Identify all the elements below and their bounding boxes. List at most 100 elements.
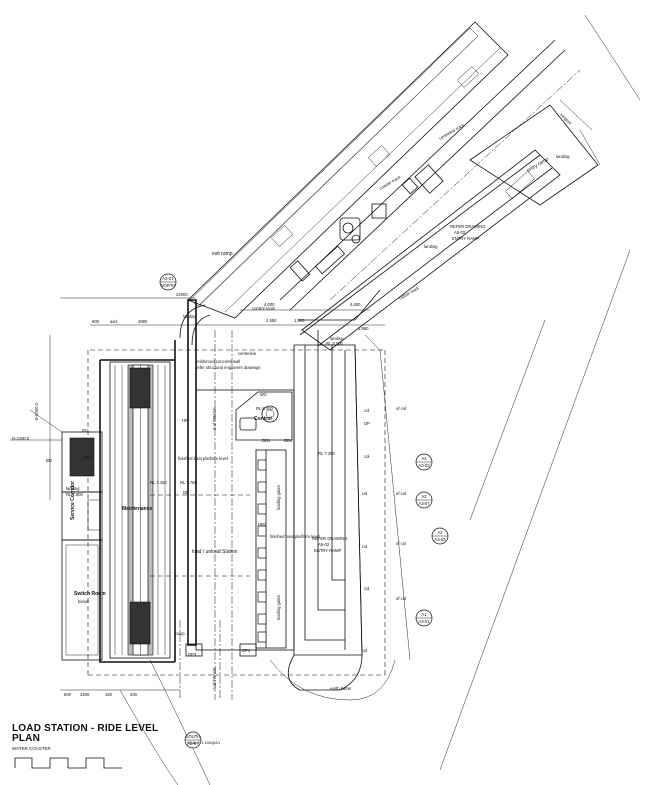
station-building [10,289,411,785]
svg-text:S of TRACK: S of TRACK [212,667,217,690]
title-block: LOAD STATION - RIDE LEVEL PLAN WATER COA… [12,723,232,752]
svg-text:RL 7.750: RL 7.750 [180,480,198,485]
svg-text:N-2200.0: N-2200.0 [12,436,30,441]
svg-text:DP4: DP4 [242,648,251,653]
svg-text:centreline track: centreline track [438,122,466,141]
svg-text:A2-01: A2-01 [162,276,174,281]
svg-text:col: col [362,491,367,496]
svg-text:DP: DP [183,490,189,495]
svg-text:A1: A1 [421,612,427,617]
svg-text:A3-01: A3-01 [418,619,430,624]
svg-text:600: 600 [92,319,100,324]
svg-text:landing: landing [424,244,438,249]
svg-text:loading gates: loading gates [276,595,281,620]
svg-text:control room: control room [252,306,276,311]
svg-text:RL 7.150: RL 7.150 [150,480,168,485]
svg-text:A2: A2 [437,530,443,535]
svg-text:200: 200 [130,692,138,697]
svg-text:NORTH: NORTH [161,283,176,288]
svg-text:BD: BD [46,458,52,463]
svg-text:3200: 3200 [80,692,90,697]
svg-text:DB4: DB4 [284,438,293,443]
svg-text:col: col [364,586,369,591]
svg-text:landing: landing [330,336,344,341]
svg-text:col: col [364,408,369,413]
svg-text:A3-03: A3-03 [434,537,446,542]
svg-text:1,550: 1,550 [266,318,277,323]
room-label-load-station: load / unload Station [192,549,238,555]
section-marker: A2 A3-03 [415,453,433,471]
svg-text:A2: A2 [421,456,427,461]
drawing-scale: SCALE 1:100@A1 [187,740,221,745]
entry-ramp-label: entry ramp [526,156,550,173]
svg-text:RL 7.250: RL 7.250 [318,451,336,456]
plan-labels: Maintenance Service Corridor Switch Room… [12,112,573,697]
svg-text:SOUTH: SOUTH [186,734,201,739]
svg-text:1,500: 1,500 [294,318,305,323]
svg-text:BC: BC [82,428,88,433]
section-marker: SOUTH A2-07 [184,731,202,749]
svg-text:RL 7.900: RL 7.900 [66,492,84,497]
svg-text:4,000: 4,000 [264,302,275,307]
svg-text:landing: landing [556,154,570,159]
svg-text:DB2: DB2 [84,455,93,460]
svg-text:DP: DP [364,421,370,426]
svg-text:A5-02: A5-02 [454,230,466,235]
svg-text:A3-03: A3-03 [418,463,430,468]
svg-text:ramp: ramp [175,631,185,636]
svg-text:150: 150 [105,692,113,697]
svg-text:of col: of col [396,596,406,601]
section-marker: A2 A3-03 [431,527,449,545]
room-label-switch-below: below [78,599,90,604]
room-label-maintenance: Maintenance [122,506,153,512]
svg-text:HR2: HR2 [258,522,267,527]
svg-text:DB1: DB1 [262,438,271,443]
diagonal-track-structure [187,14,641,771]
svg-text:ENTRY RAMP: ENTRY RAMP [452,236,480,241]
svg-text:E-5300.0: E-5300.0 [34,402,39,420]
svg-text:600: 600 [64,692,72,697]
svg-text:1,950: 1,950 [358,326,369,331]
svg-text:of col: of col [396,491,406,496]
room-label-switch-room: Switch Room [74,591,106,597]
svg-text:landing: landing [66,486,80,491]
svg-text:WC: WC [260,392,267,397]
section-marker: A2 A3-07 [415,491,433,509]
svg-text:centreline: centreline [238,351,257,356]
exit-ramp-label: exit ramp [212,251,233,257]
svg-text:col: col [362,544,367,549]
svg-text:landing: landing [183,314,197,319]
svg-text:finished boat platform level: finished boat platform level [270,534,320,539]
svg-text:of col: of col [396,406,406,411]
svg-text:S of TRACK: S of TRACK [212,407,217,430]
svg-text:RL 8.200: RL 8.200 [256,406,274,411]
room-label-service-corridor: Service Corridor [70,481,76,520]
svg-text:22000: 22000 [176,292,188,297]
svg-text:A2: A2 [421,494,427,499]
svg-text:finished boat platform level: finished boat platform level [178,456,228,461]
svg-text:axis: axis [110,319,117,324]
scale-bar [14,757,122,769]
svg-text:refer structural engineers dra: refer structural engineers drawings [196,365,260,370]
room-label-control: Control [254,416,272,422]
svg-text:A5-02: A5-02 [318,542,330,547]
svg-text:col: col [362,648,367,653]
section-marker: A1 A3-01 [415,609,433,627]
svg-text:loading gates: loading gates [276,485,281,510]
svg-text:earth batter: earth batter [330,686,352,691]
drawing-subtitle: WATER COASTER [12,746,51,751]
svg-text:HR: HR [182,418,188,423]
section-marker: A2-01 NORTH [159,273,177,291]
drawing-title-line2: PLAN [12,733,41,744]
svg-text:RL 8.500: RL 8.500 [326,341,344,346]
svg-text:ENTRY RAMP: ENTRY RAMP [314,548,342,553]
svg-text:col: col [364,454,369,459]
svg-text:4880: 4880 [138,319,148,324]
drawing-title: LOAD STATION - RIDE LEVEL [12,723,159,734]
svg-text:A3-07: A3-07 [418,501,430,506]
svg-text:DP3: DP3 [188,652,197,657]
svg-text:rubber track: rubber track [398,285,421,301]
svg-text:A2-07: A2-07 [187,741,199,746]
svg-text:reinforced concrete wall: reinforced concrete wall [196,359,240,364]
